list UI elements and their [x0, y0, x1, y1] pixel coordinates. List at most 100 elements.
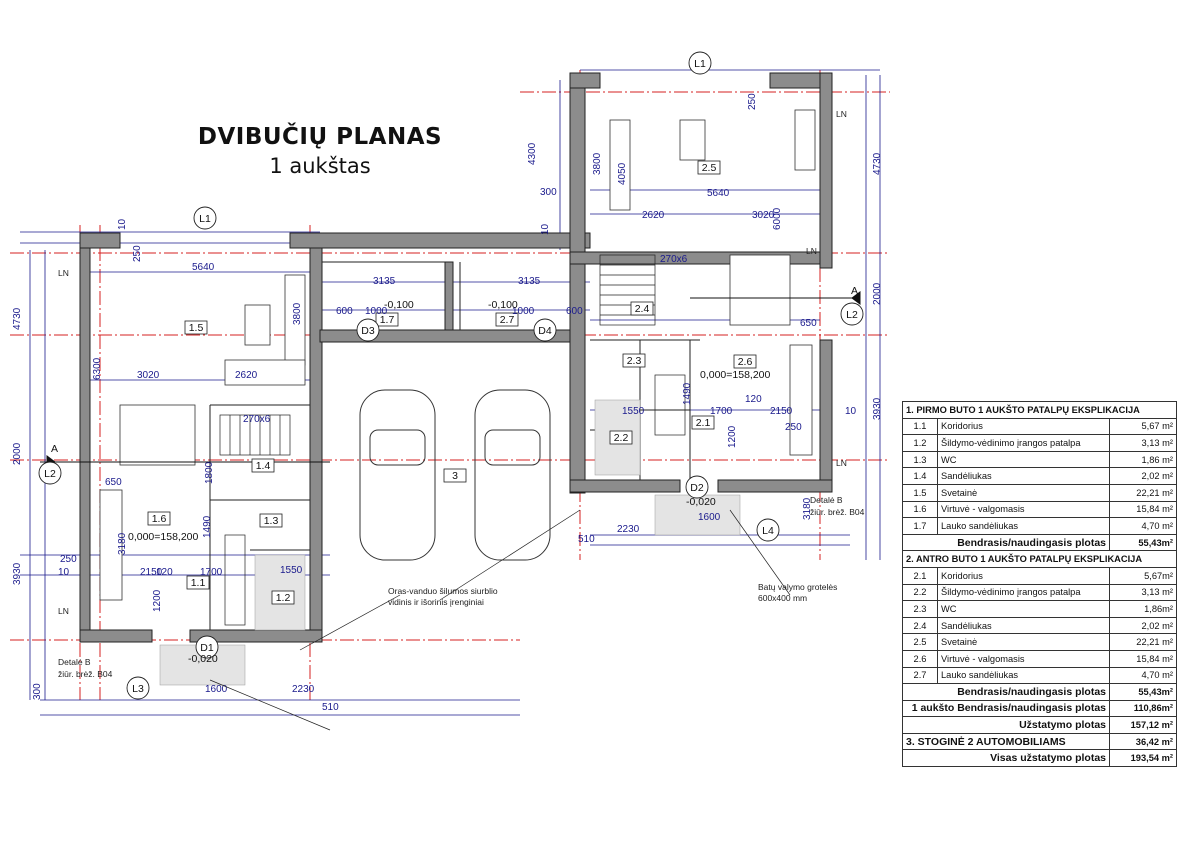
dimension-label: 10	[845, 406, 857, 417]
room-number: 1.1	[191, 577, 206, 589]
dimension-label: 10	[58, 567, 70, 578]
room-number: 2.5	[702, 162, 717, 174]
room-number-cell: 2.4	[902, 616, 938, 635]
dimension-label: 1000	[512, 306, 535, 317]
plan-subtitle: 1 aukštas	[269, 154, 371, 178]
dimension-label: 1000	[365, 306, 388, 317]
axis-mark-label: D3	[361, 325, 375, 337]
room-number: 1.3	[264, 515, 279, 527]
room-schedule-table: 1. PIRMO BUTO 1 AUKŠTO PATALPŲ EKSPLIKAC…	[902, 401, 1177, 768]
room-name-cell: Virtuvė - valgomasis	[937, 649, 1110, 668]
room-name-cell: Šildymo-vėdinimo įrangos patalpa	[937, 434, 1110, 452]
axis-mark-label: L2	[44, 468, 56, 480]
axis-mark-circle	[756, 518, 780, 542]
room-box	[184, 320, 208, 335]
floor-total-label: 1 aukšto Bendrasis/naudingasis plotas	[902, 699, 1110, 718]
dimension-label: 2000	[12, 442, 23, 465]
room-box	[609, 430, 633, 445]
room-area-cell: 15,84 m²	[1109, 500, 1177, 519]
dimension-label: 250	[785, 422, 802, 433]
dimension-label: 120	[745, 394, 762, 405]
room-number: 2.3	[627, 355, 642, 367]
axis-mark-circle	[688, 51, 712, 75]
axis-mark-label: L3	[132, 683, 144, 695]
dimension-label: 1550	[280, 565, 303, 576]
axis-mark-circle	[38, 461, 62, 485]
dimension-label: 1200	[152, 589, 163, 612]
section-total-value: 55,43m²	[1109, 683, 1177, 701]
room-name-cell: Lauko sandėliukas	[937, 517, 1110, 535]
axis-mark-label: L2	[846, 309, 858, 321]
room-labels: 1.51.61.71.41.31.21.132.52.62.72.42.32.2…	[147, 160, 757, 605]
room-name-cell: Lauko sandėliukas	[937, 666, 1110, 685]
dimension-label: 250	[60, 554, 77, 565]
floor-level: -0,020	[686, 496, 716, 508]
room-number-cell: 2.6	[902, 649, 938, 668]
axis-mark-circle	[840, 302, 864, 326]
dimension-label: 1700	[710, 406, 733, 417]
room-box	[251, 458, 275, 473]
equipment-note: Batų valymo grotelės	[758, 582, 837, 592]
total-footprint-value: 193,54 m²	[1109, 749, 1177, 768]
dimension-label: 3180	[117, 532, 128, 555]
plan-title: DVIBUČIŲ PLANAS	[197, 124, 443, 150]
section-total-label: Bendrasis/naudingasis plotas	[902, 683, 1110, 701]
total-footprint-label: Visas užstatymo plotas	[902, 749, 1110, 768]
plan-title-block: DVIBUČIŲ PLANAS 1 aukštas	[170, 124, 470, 178]
room-area-cell: 5,67m²	[1109, 566, 1177, 585]
annotation-texts: -0,100-0,1000,000=158,2000,000=158,200-0…	[58, 109, 865, 679]
room-box	[691, 415, 715, 430]
dimension-label: 2230	[292, 684, 315, 695]
dimension-label: 5640	[707, 188, 730, 199]
room-number-cell: 1.5	[902, 483, 938, 502]
room-box	[733, 354, 757, 369]
dimension-label: 1600	[698, 512, 721, 523]
room-number-cell: 2.1	[902, 566, 938, 585]
room-number: 1.7	[380, 314, 395, 326]
dimension-label: 600	[566, 306, 583, 317]
room-number-cell: 1.7	[902, 517, 938, 535]
room-box	[495, 312, 519, 327]
floor-total-value: 110,86m²	[1109, 699, 1177, 718]
room-box	[622, 353, 646, 368]
dimension-label: 650	[105, 477, 122, 488]
dimension-label: 250	[747, 93, 758, 110]
dimension-label: 6300	[92, 357, 103, 380]
dimension-label: 2620	[235, 370, 258, 381]
dimension-label: 3180	[802, 497, 813, 520]
detail-reference: žiūr. brėž. B04	[810, 507, 865, 517]
room-number: 1.2	[276, 592, 291, 604]
floor-level: -0,100	[488, 299, 518, 311]
dimension-lines	[20, 69, 881, 716]
dimension-label: 6000	[772, 207, 783, 230]
dimension-label: 2150	[770, 406, 793, 417]
room-area-cell: 4,70 m²	[1109, 666, 1177, 685]
leader-lines	[209, 509, 791, 731]
dimension-label: 2230	[617, 524, 640, 535]
room-name-cell: Virtuvė - valgomasis	[937, 500, 1110, 519]
room-number-cell: 1.1	[902, 417, 938, 436]
dimension-label: 3135	[518, 276, 541, 287]
detail-reference: žiūr. brėž. B04	[58, 669, 113, 679]
room-area-cell: 2,02 m²	[1109, 616, 1177, 635]
axis-mark-circle	[533, 318, 557, 342]
dimension-label: 4730	[12, 307, 23, 330]
dimension-label: 4300	[527, 142, 538, 165]
room-area-cell: 3,13 m²	[1109, 583, 1177, 602]
room-area-cell: 4,70 m²	[1109, 517, 1177, 535]
dimension-label: 3930	[872, 397, 883, 420]
dimension-label: 2000	[872, 282, 883, 305]
dimension-label: 3930	[12, 562, 23, 585]
room-name-cell: WC	[937, 600, 1110, 618]
walls	[79, 72, 833, 643]
ln-marker: LN	[58, 606, 69, 616]
dimension-label: 3020	[752, 210, 775, 221]
room-number: 2.2	[614, 432, 629, 444]
room-area-cell: 2,02 m²	[1109, 467, 1177, 485]
